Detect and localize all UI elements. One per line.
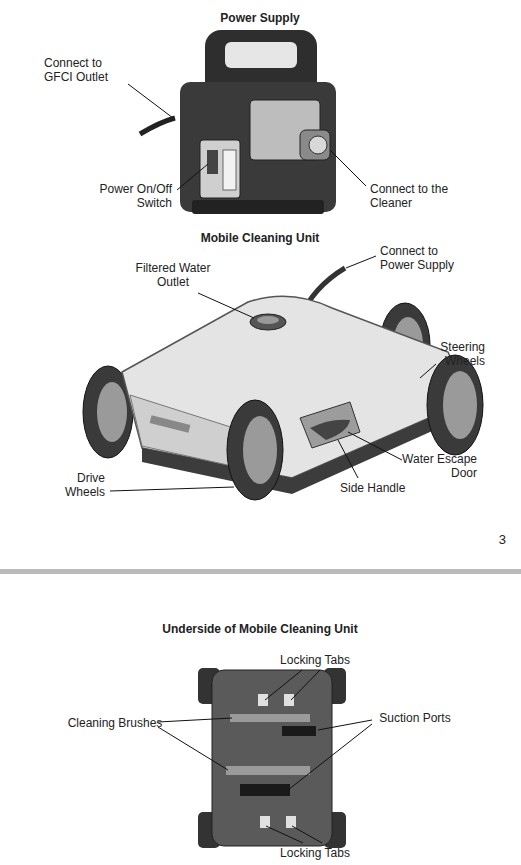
- part-label: Drive Wheels: [45, 471, 105, 499]
- part-label: Locking Tabs: [270, 653, 360, 667]
- part-label: Water Escape Door: [395, 452, 477, 480]
- leader-line: [348, 432, 402, 460]
- power-cord: [140, 118, 175, 134]
- part-label: Power On/Off Switch: [92, 182, 172, 210]
- part-label: Steering Wheels: [410, 340, 485, 368]
- side-handle: [310, 420, 350, 440]
- leader-line: [338, 440, 358, 478]
- suction-port: [282, 726, 316, 736]
- cleaner-socket: [300, 130, 330, 160]
- part-label: Filtered Water Outlet: [128, 261, 218, 289]
- wheel-hub: [443, 371, 477, 439]
- locking-tab: [260, 816, 270, 828]
- leader-line: [198, 293, 254, 318]
- cleaner-body: [122, 296, 470, 478]
- part-label: Connect to GFCI Outlet: [44, 56, 119, 84]
- leader-line: [177, 164, 208, 190]
- drive-wheel: [227, 400, 283, 500]
- leader-line: [420, 364, 436, 378]
- cleaner-underside: [198, 668, 346, 848]
- front-panel: [200, 140, 240, 198]
- leader-line: [265, 670, 302, 700]
- leader-line: [346, 256, 376, 268]
- cleaning-brush: [226, 766, 310, 775]
- leader-line: [128, 84, 173, 118]
- part-label: Suction Ports: [370, 711, 460, 725]
- leader-line: [110, 487, 234, 491]
- page-separator: [0, 569, 521, 574]
- on-off-switch: [207, 150, 218, 174]
- section-heading: Power Supply: [180, 11, 340, 25]
- wheel-hub: [97, 382, 127, 442]
- page-number: 3: [480, 533, 506, 547]
- socket-cap: [309, 136, 327, 154]
- section-heading: Underside of Mobile Cleaning Unit: [130, 622, 390, 636]
- cleaner: [83, 268, 483, 500]
- housing: [180, 82, 336, 212]
- cleaning-brush: [230, 714, 310, 722]
- leader-line: [330, 150, 366, 186]
- leader-line: [158, 718, 232, 722]
- water-escape-door: [300, 402, 360, 448]
- underside-body: [212, 670, 332, 846]
- leader-line: [288, 724, 372, 790]
- handle-opening: [225, 42, 297, 68]
- section-heading: Mobile Cleaning Unit: [180, 231, 340, 245]
- suction-port: [240, 784, 290, 796]
- warning-plate: [223, 150, 236, 190]
- badge: [150, 415, 191, 432]
- part-label: Connect to Power Supply: [380, 244, 465, 272]
- part-label: Side Handle: [340, 481, 420, 495]
- wheel-hub: [243, 416, 277, 484]
- locking-tab: [284, 694, 294, 706]
- part-label: Cleaning Brushes: [55, 716, 175, 730]
- outlet-grille: [257, 316, 279, 324]
- leader-line: [292, 826, 322, 843]
- steering-wheel: [427, 355, 483, 455]
- locking-tab: [258, 694, 268, 706]
- locking-tab: [286, 816, 296, 828]
- leader-line: [318, 720, 372, 730]
- part-label: Locking Tabs: [270, 846, 360, 860]
- leader-line: [158, 727, 228, 770]
- filtered-water-outlet: [250, 314, 286, 330]
- part-label: Connect to the Cleaner: [370, 182, 460, 210]
- leader-line: [291, 670, 320, 700]
- base: [192, 200, 324, 214]
